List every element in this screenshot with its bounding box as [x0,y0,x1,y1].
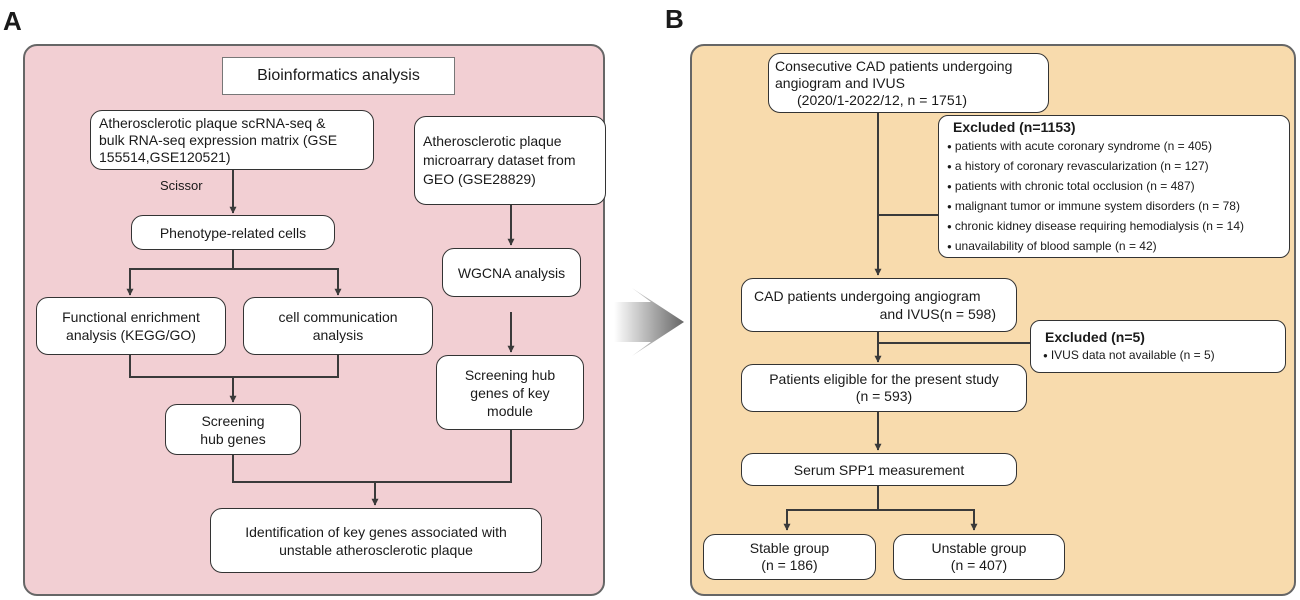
eligible-line-1: Patients eligible for the present study [769,371,999,387]
excluded-item-cto: patients with chronic total occlusion (n… [947,177,1281,197]
transition-arrow-icon [614,288,684,356]
panel-b-letter: B [665,4,684,34]
excluded-item-tumor: malignant tumor or immune system disorde… [947,197,1281,217]
cell-communication-line-1: cell communication [278,309,398,325]
key-module-line-3: module [487,402,533,419]
node-microarray: Atherosclerotic plaque microarrary datas… [414,116,606,205]
microarray-line-2: microarrary dataset from [423,152,576,168]
key-module-line-2: genes of key [470,384,550,401]
eligible-line-2: (n = 593) [855,388,913,404]
merge-key-module [375,430,512,483]
node-consecutive-patients: Consecutive CAD patients undergoing angi… [768,53,1049,113]
microarray-line-1: Atherosclerotic plaque [423,133,562,149]
node-functional-enrichment: Functional enrichment analysis (KEGG/GO) [36,297,226,355]
arrow-serum-to-stable [783,486,879,531]
unstable-group-line-1: Unstable group [931,540,1027,556]
excluded-item-blood-sample: unavailability of blood sample (n = 42) [947,237,1281,257]
consecutive-line-1: Consecutive CAD patients undergoing [775,57,1013,74]
node-excluded-5: Excluded (n=5) IVUS data not available (… [1030,320,1286,373]
node-serum-spp1: Serum SPP1 measurement [741,453,1017,486]
functional-enrichment-line-2: analysis (KEGG/GO) [66,327,196,343]
scrna-matrix-line-1: Atherosclerotic plaque scRNA-seq & [99,114,326,131]
cad-patients-line-2: and IVUS(n = 598) [879,306,996,322]
panel-a-letter: A [3,6,22,36]
arrow-hub-to-key-genes [232,455,379,506]
node-stable-group: Stable group (n = 186) [703,534,876,580]
excluded-item-ivus: IVUS data not available (n = 5) [1041,346,1275,366]
node-unstable-group: Unstable group (n = 407) [893,534,1065,580]
key-genes-line-1: Identification of key genes associated w… [245,523,507,540]
unstable-group-line-2: (n = 407) [950,557,1008,573]
microarray-line-3: GEO (GSE28829) [423,171,536,187]
stable-group-line-1: Stable group [749,540,830,556]
serum-spp1-text: Serum SPP1 measurement [793,461,965,478]
excluded-5-title: Excluded (n=5) [1045,328,1145,345]
functional-enrichment-line-1: Functional enrichment [62,309,200,325]
node-eligible-patients: Patients eligible for the present study … [741,364,1027,412]
key-genes-line-2: unstable atherosclerotic plaque [279,541,473,558]
arrow-phenotype-to-communication [233,268,342,296]
bioinformatics-header-text: Bioinformatics analysis [257,67,420,84]
arrow-phenotype-to-functional [126,250,234,296]
node-cad-patients: CAD patients undergoing angiogram and IV… [741,278,1017,332]
node-phenotype-cells: Phenotype-related cells [131,215,335,250]
bioinformatics-header: Bioinformatics analysis [222,57,455,95]
node-scrna-matrix: Atherosclerotic plaque scRNA-seq & bulk … [90,110,374,170]
node-screening-hub-genes: Screening hub genes [165,404,301,455]
merge-functional-communication [129,355,339,378]
node-cell-communication: cell communication analysis [243,297,433,355]
node-screening-key-module: Screening hub genes of key module [436,355,584,430]
consecutive-line-3: (2020/1-2022/12, n = 1751) [797,91,968,108]
cad-patients-line-1: CAD patients undergoing angiogram [754,288,981,304]
node-excluded-1153: Excluded (n=1153) patients with acute co… [938,115,1290,258]
screening-hub-genes-line-1: Screening [201,412,265,429]
excluded-item-revascularization: a history of coronary revascularization … [947,157,1281,177]
node-wgcna: WGCNA analysis [442,248,581,297]
key-module-line-1: Screening hub [464,366,556,383]
screening-hub-genes-line-2: hub genes [200,430,266,447]
scrna-matrix-line-2: bulk RNA-seq expression matrix (GSE [99,131,338,148]
stable-group-line-2: (n = 186) [761,557,818,573]
wgcna-text: WGCNA analysis [457,264,566,281]
cell-communication-line-2: analysis [312,327,364,343]
consecutive-line-2: angiogram and IVUS [775,74,905,91]
excluded-1153-title: Excluded (n=1153) [953,119,1076,135]
arrow-serum-to-unstable [878,509,978,531]
excluded-item-acs: patients with acute coronary syndrome (n… [947,137,1281,157]
excluded-item-ckd: chronic kidney disease requiring hemodia… [947,217,1281,237]
phenotype-cells-text: Phenotype-related cells [159,224,307,241]
scrna-matrix-line-3: 155514,GSE120521) [99,148,231,165]
scissor-label: Scissor [160,178,203,193]
node-key-genes: Identification of key genes associated w… [210,508,542,573]
